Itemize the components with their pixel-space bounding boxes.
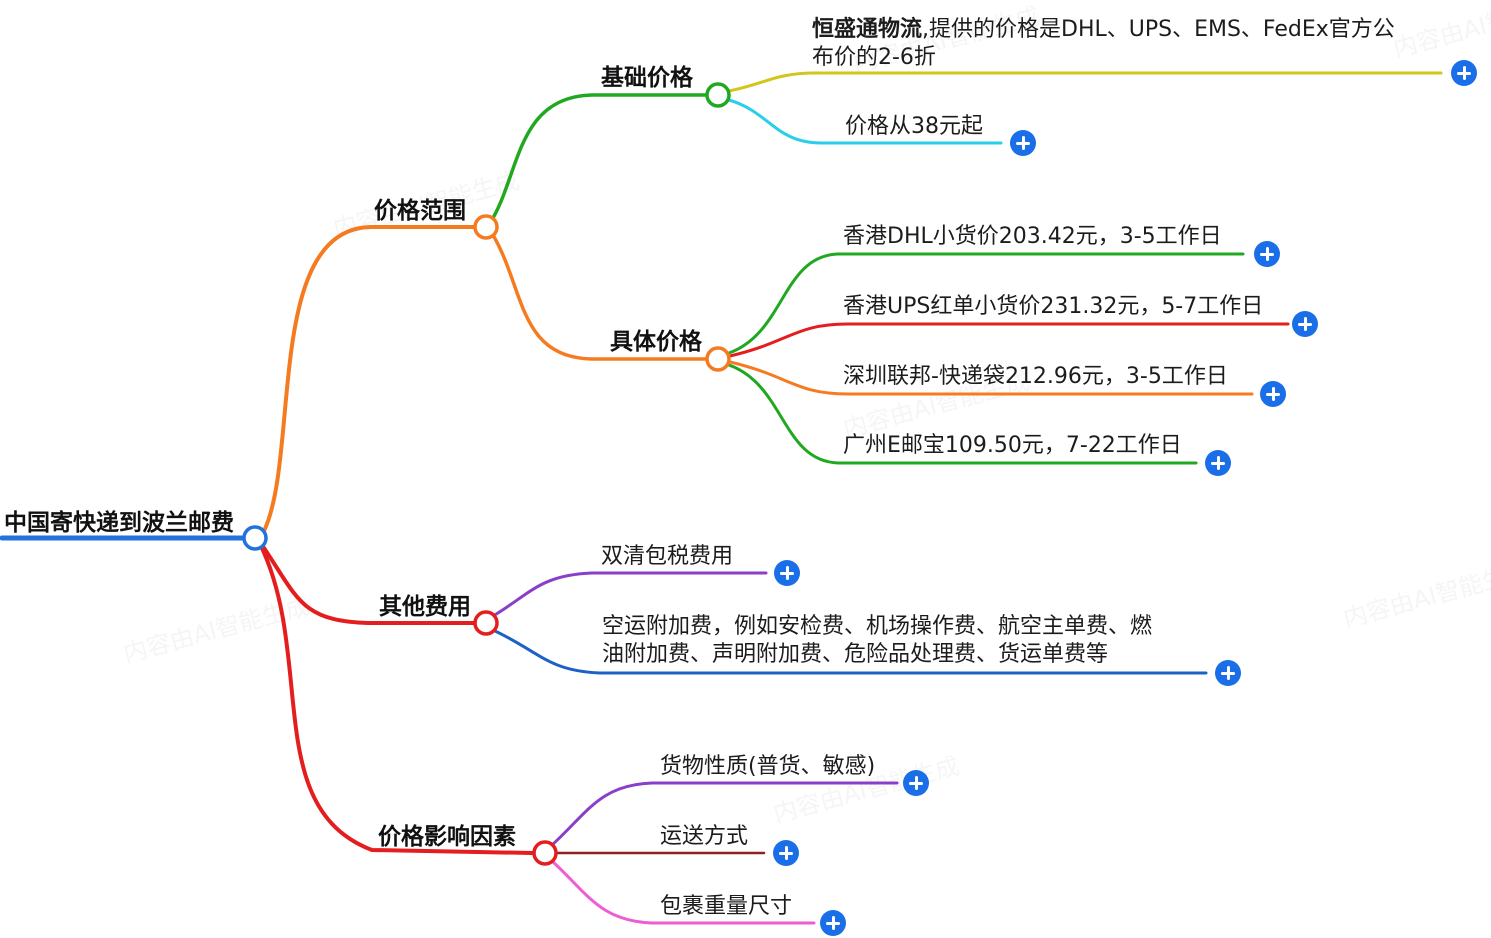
leaf-cargo-type[interactable]: 货物性质(普货、敏感) [660,754,876,779]
root-topic[interactable]: 中国寄快递到波兰邮费 [4,510,234,536]
node-specific-price[interactable]: 具体价格 [610,329,702,355]
other-fees-node-anchor[interactable] [473,610,499,636]
plus-icon[interactable] [820,910,846,936]
edge-leaf-sz-fedex [728,360,1254,396]
leaf-discount-price[interactable]: 恒盛通物流,提供的价格是DHL、UPS、EMS、FedEx官方公布价的2-6折 [812,16,1404,72]
root-node-anchor[interactable] [242,525,268,551]
edge-price-range [262,225,476,533]
plus-icon[interactable] [774,560,800,586]
leaf-sz-fedex[interactable]: 深圳联邦-快递袋212.96元，3-5工作日 [843,364,1228,389]
branch-price-factors[interactable]: 价格影响因素 [378,824,516,850]
edge-leaf-from38 [727,98,1003,145]
plus-icon[interactable] [1260,381,1286,407]
price-range-node-anchor[interactable] [473,214,499,240]
leaf-air-surcharge[interactable]: 空运附加费，例如安检费、机场操作费、航空主单费、燃油附加费、声明附加费、危险品处… [602,614,1153,667]
edge-leaf-discount [727,71,1443,93]
edge-leaf-weight-size [550,859,816,925]
leaf-price-from-38[interactable]: 价格从38元起 [845,114,983,139]
edge-leaf-hk-dhl [727,252,1245,355]
plus-icon[interactable] [1205,450,1231,476]
plus-icon[interactable] [903,770,929,796]
leaf-hk-dhl[interactable]: 香港DHL小货价203.42元，3-5工作日 [843,224,1222,249]
node-basic-price[interactable]: 基础价格 [601,65,693,91]
specific-price-node-anchor[interactable] [705,346,731,372]
plus-icon[interactable] [1451,60,1477,86]
plus-icon[interactable] [1292,311,1318,337]
leaf-transport-mode[interactable]: 运送方式 [660,824,749,849]
leaf-discount-rest: ,提供的价格是DHL、UPS、EMS、FedEx官方公布价的2-6折 [812,17,1395,70]
price-factors-node-anchor[interactable] [532,840,558,866]
leaf-hk-ups[interactable]: 香港UPS红单小货价231.32元，5-7工作日 [843,294,1264,319]
edge-leaf-surcharge [491,628,1208,675]
leaf-gz-eub[interactable]: 广州E邮宝109.50元，7-22工作日 [843,433,1182,458]
branch-other-fees[interactable]: 其他费用 [379,594,471,620]
edge-leaf-hk-ups [728,322,1290,358]
edge-basic-price [491,93,708,220]
leaf-discount-company: 恒盛通物流 [812,17,923,42]
basic-price-node-anchor[interactable] [705,82,731,108]
branch-price-range[interactable]: 价格范围 [374,198,466,224]
edge-leaf-gz-eub [727,363,1198,465]
plus-icon[interactable] [1254,241,1280,267]
plus-icon[interactable] [1215,660,1241,686]
leaf-weight-size[interactable]: 包裹重量尺寸 [660,894,793,919]
plus-icon[interactable] [773,840,799,866]
plus-icon[interactable] [1010,130,1036,156]
edge-leaf-ddp [491,571,768,618]
edge-leaf-cargo-type [550,781,899,847]
edge-price-factors [259,544,534,855]
leaf-ddp-fee[interactable]: 双清包税费用 [601,544,734,569]
edge-specific-price [491,233,708,361]
edge-other-fees [260,543,476,625]
